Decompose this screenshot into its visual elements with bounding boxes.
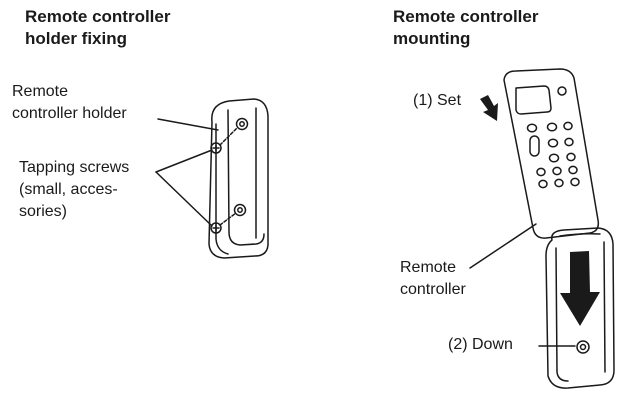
controller-label: Remote controller: [400, 257, 466, 301]
holder-label: Remote controller holder: [12, 81, 127, 125]
controller-mounting-title-line2: mounting: [393, 29, 471, 48]
controller-label-line2: controller: [400, 281, 466, 298]
step2-label: (2) Down: [448, 336, 513, 353]
set-arrow-icon: [480, 95, 498, 121]
screws-label-line1: Tapping screws: [19, 159, 130, 176]
tapping-screw-lower: [210, 212, 237, 234]
screws-label-line3: sories): [19, 203, 68, 220]
remote-controller-drawing: [503, 68, 600, 239]
down-arrow-icon: [560, 251, 600, 326]
controller-mounting-title-line1: Remote controller: [393, 7, 539, 26]
holder-fixing-title: Remote controller holder fixing: [25, 6, 170, 50]
mounted-holder-drawing: [545, 227, 615, 389]
holder-fixing-title-line1: Remote controller: [25, 7, 171, 26]
screws-label: Tapping screws (small, acces- sories): [19, 157, 129, 223]
holder-leader-line: [157, 118, 219, 131]
holder-fixing-title-line2: holder fixing: [25, 29, 127, 48]
controller-mounting-title: Remote controller mounting: [393, 6, 538, 50]
screws-label-line2: (small, acces-: [19, 181, 118, 198]
step1-label: (1) Set: [413, 92, 462, 109]
remote-holder-drawing: [208, 98, 269, 259]
holder-label-line2: controller holder: [12, 105, 127, 122]
tapping-screw-upper: [210, 127, 238, 154]
screw-leader-line-upper: [155, 149, 213, 173]
screw-leader-line-lower: [155, 171, 213, 227]
controller-leader-line: [469, 223, 537, 269]
holder-label-line1: Remote: [12, 83, 69, 100]
controller-label-line1: Remote: [400, 259, 457, 276]
